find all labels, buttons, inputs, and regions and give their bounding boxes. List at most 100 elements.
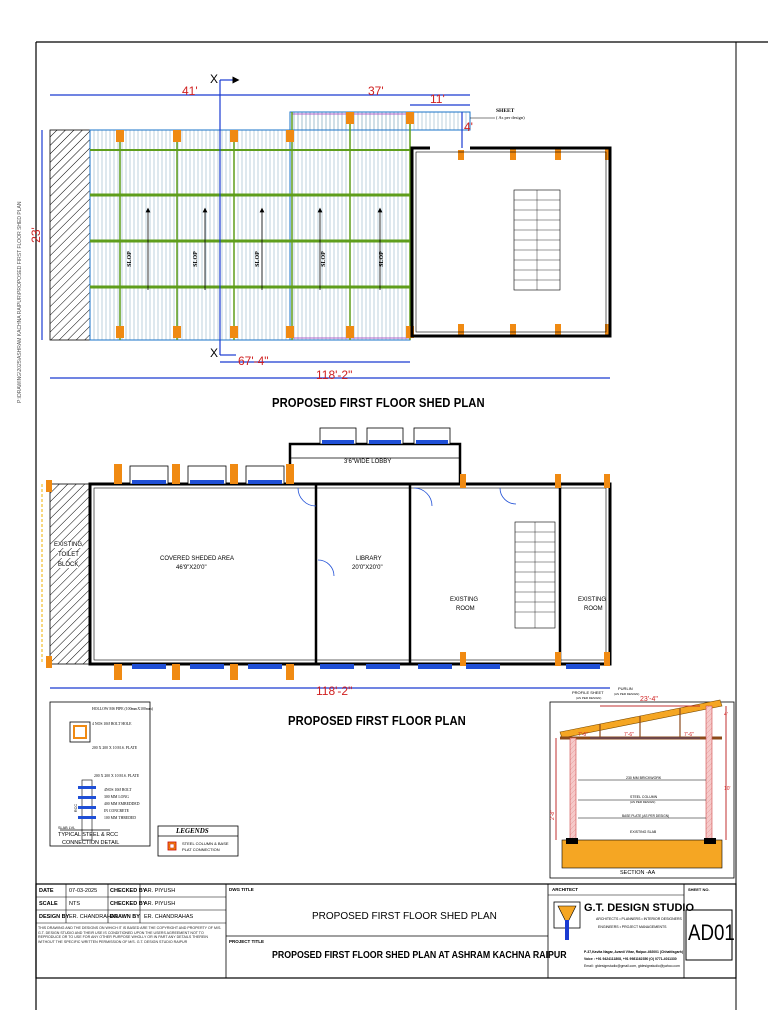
detail-note-6: 300 MM LONG	[104, 795, 129, 799]
connection-detail	[49, 701, 151, 847]
design-value: ER. CHANDRAHAS	[69, 914, 119, 920]
section-purlin-note: (AS PER DESIGN)	[614, 692, 640, 696]
toilet-label-1: EXISTING	[54, 542, 83, 548]
covered-area-label: COVERED SHEDED AREA	[160, 556, 235, 562]
project-title: PROPOSED FIRST FLOOR SHED PLAN AT ASHRAM…	[272, 950, 567, 961]
slope-label-4: SLOP	[320, 251, 327, 267]
checked-label-1: CHECKED BY	[110, 888, 147, 894]
detail-note-1: HOLLOW MS PIPE (100mmX100mm)	[92, 707, 153, 711]
dim-overall-floor: 118'-2"	[316, 684, 353, 698]
firm-tagline-1: ARCHITECTS • PLANNERS • INTERIOR DESIGNE…	[596, 917, 682, 921]
legend-item-2: PLAT CONNECTION	[182, 847, 220, 852]
section-marker-top: X	[210, 72, 219, 86]
design-label: DESIGN BY	[39, 914, 70, 920]
library-size: 20'0"X20'0"	[352, 565, 383, 571]
section-base-plate: BASE PLATE (AS PER DESIGN)	[622, 814, 670, 818]
dwg-title: PROPOSED FIRST FLOOR SHED PLAN	[312, 911, 497, 922]
existing-room-2-sub: ROOM	[584, 606, 603, 612]
slope-label-1: SLOP	[126, 251, 133, 267]
dim-bottom-inner: 67'-4"	[238, 354, 269, 368]
section-marker-bottom: X	[210, 346, 219, 360]
firm-phone: Voice : +91 9424111808, +91 9981162350 (…	[584, 957, 677, 961]
detail-note-5: 4NOS 10Ø BOLT	[104, 788, 132, 792]
section-d1: 7'-6"	[578, 732, 588, 738]
section-span: 23'-4"	[640, 696, 658, 703]
project-title-label: PROJECT TITLE	[229, 939, 265, 944]
slope-label-3: SLOP	[254, 251, 261, 267]
checked-label-2: CHECKED BY	[110, 901, 147, 907]
dwg-title-label: DWG TITLE	[229, 887, 254, 892]
floor-plan	[41, 427, 612, 689]
slope-label-5: SLOP	[378, 251, 385, 267]
toilet-label-2: TOILET	[58, 552, 79, 558]
section-d2: 7'-6"	[624, 732, 634, 738]
sheet-no-label: SHEET NO.	[688, 887, 710, 892]
firm-name: G.T. DESIGN STUDIO	[584, 902, 695, 914]
date-value: 07-03-2025	[69, 888, 98, 894]
section-profile-sheet: PROFILE SHEET	[572, 690, 604, 695]
section-h2: 10'	[724, 786, 731, 792]
detail-slab: SLAB LVL	[58, 826, 76, 830]
scale-label: SCALE	[39, 901, 58, 907]
lobby-label: 3'6"WIDE LOBBY	[344, 459, 392, 465]
legend-item-1: STEEL COLUMN & BASE	[182, 841, 229, 846]
date-label: DATE	[39, 888, 54, 894]
sheet-note: ( As per design)	[496, 115, 525, 120]
detail-caption-1: TYPICAL STEEL & RCC	[58, 832, 119, 838]
shed-plan-title: PROPOSED FIRST FLOOR SHED PLAN	[272, 396, 485, 410]
dim-overall-shed: 118'-2"	[316, 368, 353, 382]
dim-top-left: 41'	[182, 84, 198, 98]
section-profile-note: (AS PER DESIGN)	[576, 696, 602, 700]
firm-email: Email : gtdesignstudio@gmail.com, gtdesi…	[584, 964, 680, 968]
sheet-number: AD01	[688, 920, 735, 945]
firm-logo	[553, 901, 581, 940]
checked-value-2: AR. PIYUSH	[144, 901, 176, 907]
detail-rcc: RCC	[74, 803, 79, 813]
dim-left: 23'	[28, 227, 43, 243]
drawn-label: DRAWN BY	[110, 914, 140, 920]
legends-box	[157, 825, 239, 857]
detail-note-3: 200 X 200 X 10 M.S. PLATE	[92, 746, 138, 750]
dim-top-right: 11'	[430, 92, 445, 106]
firm-tagline-2: ENGINEERS • PROJECT MANAGEMENTS	[598, 925, 667, 929]
floor-plan-title: PROPOSED FIRST FLOOR PLAN	[288, 714, 466, 728]
detail-note-2: 4 NOS 10Ø BOLT HOLE	[92, 722, 132, 726]
checked-value-1: AR. PIYUSH	[144, 888, 176, 894]
section-brickwork: 230 MM BRICKWORK	[626, 776, 662, 780]
detail-caption-2: CONNECTION DETAIL	[62, 840, 120, 846]
scale-value: NTS	[69, 901, 80, 907]
detail-note-7: 400 MM EMBEDDED	[104, 802, 140, 806]
side-file-path: P:\DRAWING\2025\ASHRAM KACHNA RAIPUR\PRO…	[17, 201, 23, 403]
covered-area-size: 46'9"X20'0"	[176, 565, 207, 571]
dim-top-mid: 37'	[368, 84, 384, 98]
firm-address: P-37,Kavita Nagar, Avanti Vihar, Raipur-…	[584, 950, 683, 954]
sheet-label: SHEET	[496, 108, 515, 114]
library-label: LIBRARY	[356, 556, 382, 562]
drawn-value: ER. CHANDRAHAS	[144, 914, 194, 920]
existing-room-1-sub: ROOM	[456, 606, 475, 612]
existing-room-1-label: EXISTING	[450, 597, 479, 603]
section-d3: 7'-6"	[684, 732, 694, 738]
existing-room-2-label: EXISTING	[578, 597, 607, 603]
section-steel-column: STEEL COLUMN	[630, 795, 658, 799]
section-title: SECTION -AA	[620, 870, 656, 876]
toilet-label-3: BLOCK	[58, 562, 79, 568]
shed-plan	[41, 76, 612, 379]
section-steel-column-note: (AS PER DESIGN)	[630, 800, 656, 804]
dim-right-small: 4'	[464, 120, 473, 134]
architect-label: ARCHITECT	[552, 887, 578, 892]
section-existing-slab: EXISTING SLAB	[630, 830, 657, 834]
section-purlin: PURLIN	[618, 686, 633, 691]
section-h1: 4'	[724, 712, 728, 718]
section-h3: 2'-8"	[549, 810, 556, 820]
legends-title: LEGENDS	[176, 827, 209, 835]
detail-note-4: 200 X 200 X 10 M.S. PLATE	[94, 774, 140, 778]
detail-note-8: IN CONCRETE	[104, 809, 129, 813]
section-aa	[549, 699, 735, 879]
slope-label-2: SLOP	[192, 251, 199, 267]
disclaimer: THIS DRAWING AND THE DESIGNS ON WHICH IT…	[38, 926, 222, 944]
title-block-grid	[35, 883, 737, 979]
detail-note-9: 100 MM THREDED	[104, 816, 136, 820]
